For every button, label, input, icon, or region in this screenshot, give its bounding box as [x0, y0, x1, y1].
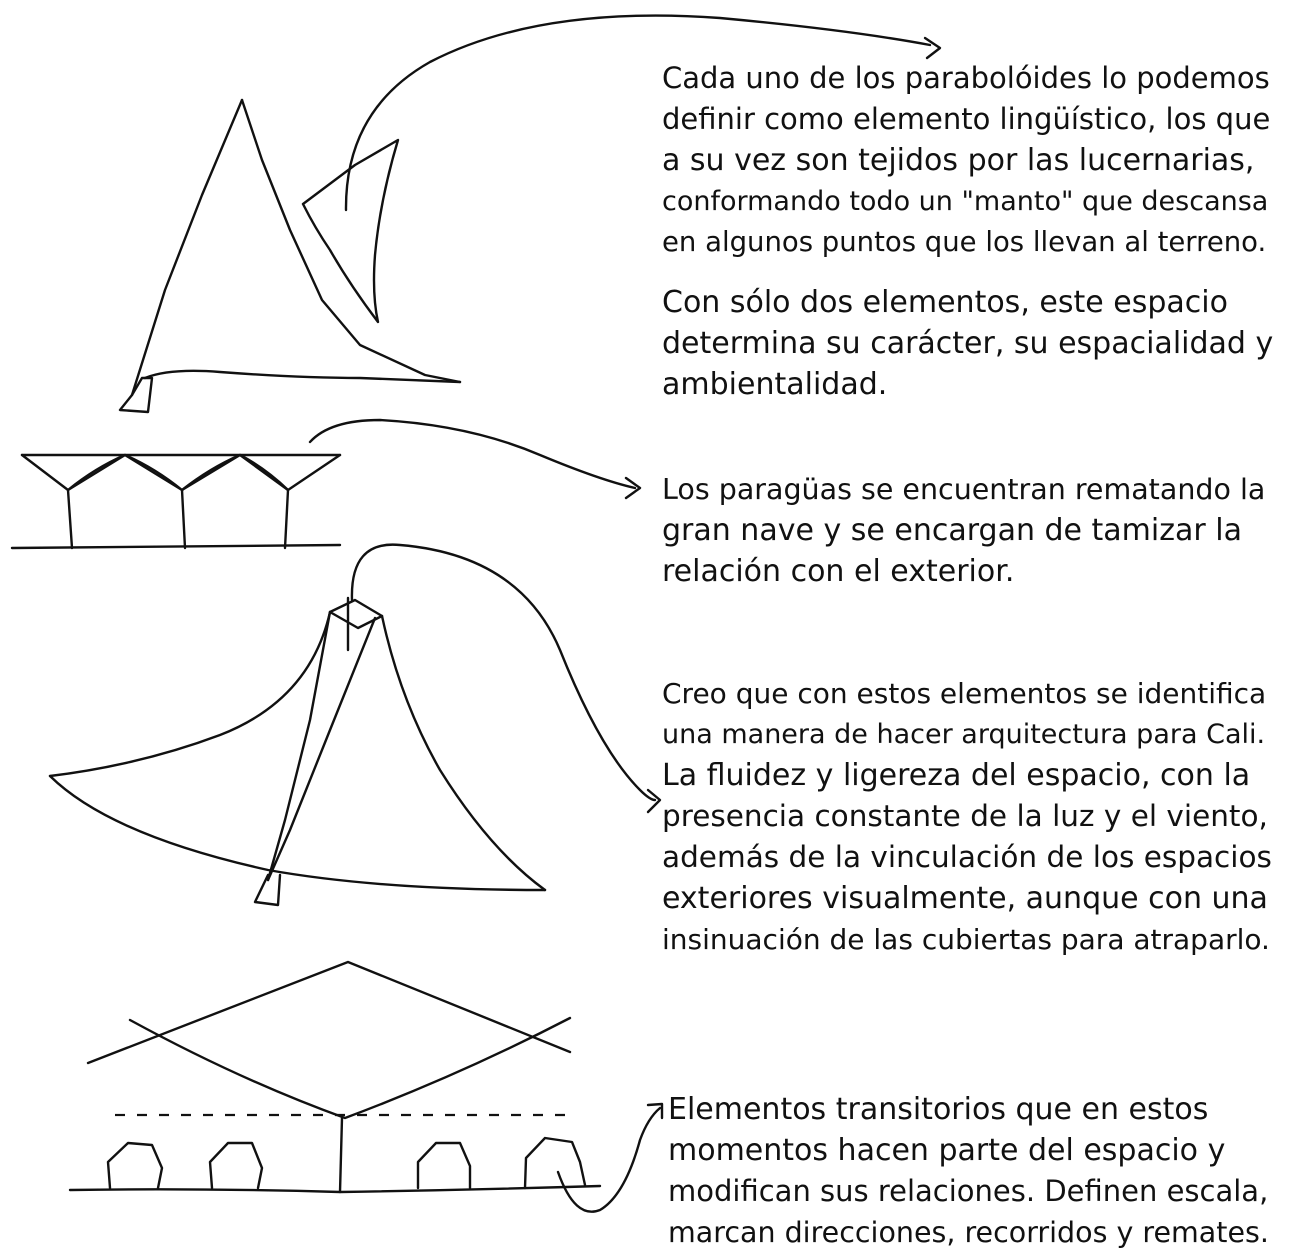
text-line: conformando todo un "manto" que descansa [662, 186, 1269, 217]
connector-lantern [350, 543, 657, 802]
lantern-left-curve [48, 610, 332, 778]
shelter-1 [106, 1141, 164, 1190]
text-line: definir como elemento lingüístico, los q… [662, 102, 1271, 136]
paraguas-column-1 [66, 488, 74, 550]
text-line: una manera de hacer arquitectura para Ca… [662, 719, 1266, 750]
text-line: Creo que con estos elementos se identifi… [662, 677, 1267, 710]
text-line: Cada uno de los parabolóides lo podemos [662, 61, 1270, 95]
text-line: momentos hacen parte del espacio y [668, 1133, 1226, 1168]
annotation-paraguas: Los paragüas se encuentran rematando la … [662, 469, 1274, 592]
lantern-left-edge [266, 610, 332, 882]
text-line: gran nave y se encargan de tamizar la [662, 513, 1242, 548]
paraguas-column-2 [180, 488, 187, 550]
text-line: determina su carácter, su espacialidad y [662, 326, 1274, 361]
shelter-2 [208, 1141, 264, 1190]
text-line: Los paragüas se encuentran rematando la [662, 473, 1266, 506]
lantern-inner-line [266, 616, 377, 882]
text-line: marcan direcciones, recorridos y remates… [668, 1216, 1269, 1249]
connector-transitorios [556, 1106, 662, 1213]
text-line: presencia constante de la luz y el vient… [662, 799, 1268, 833]
paraboloid-foot [118, 376, 154, 414]
center-mast [338, 1116, 344, 1194]
transitorios-ground [68, 1184, 602, 1194]
paraboloid-base-edge [143, 369, 462, 384]
arrowhead-transitorios [646, 1102, 664, 1120]
lantern-foot [253, 873, 282, 907]
paraboloid-sketch [118, 14, 942, 414]
annotation-paraboloides: Cada uno de los parabolóides lo podemos … [662, 58, 1274, 263]
annotation-dos-elementos: Con sólo dos elementos, este espacio det… [662, 282, 1274, 405]
text-line: relación con el exterior. [662, 554, 1015, 589]
arrowhead-top [923, 36, 942, 60]
text-line: en algunos puntos que los llevan al terr… [662, 226, 1267, 258]
paraguas-sketch [10, 418, 642, 550]
text-line: La fluidez y ligereza del espacio, con l… [662, 758, 1251, 793]
annotation-cali: Creo que con estos elementos se identifi… [662, 673, 1274, 960]
cross-line-2 [128, 1016, 572, 1120]
paraboloid-left-edge [130, 98, 244, 397]
connector-arc-top [344, 14, 932, 212]
text-line: exteriores visualmente, aunque con una [662, 881, 1268, 916]
paraguas-valleys [66, 453, 290, 492]
text-line: ambientalidad. [662, 367, 888, 402]
paraguas-ground [10, 543, 342, 550]
paraboloid-right-edge [240, 98, 462, 384]
text-line: además de la vinculación de los espacios [662, 840, 1272, 874]
text-line: Elementos transitorios que en estos [668, 1092, 1209, 1127]
text-line: Con sólo dos elementos, este espacio [662, 285, 1228, 320]
lantern-right-curve [380, 614, 547, 892]
lantern-paraboloid-sketch [48, 543, 662, 907]
annotation-transitorios: Elementos transitorios que en estos mome… [668, 1089, 1274, 1253]
shelter-4 [523, 1136, 587, 1190]
lantern-bottom-curve [48, 774, 547, 892]
lucernario-wing [301, 138, 400, 324]
text-line: a su vez son tejidos por las lucernarias… [662, 143, 1255, 178]
connector-paraguas [308, 418, 637, 490]
text-line: insinuación de las cubiertas para atrapa… [662, 923, 1270, 956]
cross-line-1 [86, 960, 572, 1065]
arrowhead-lantern [646, 788, 662, 814]
arrowhead-paraguas [624, 476, 642, 500]
transitorios-sketch [68, 960, 664, 1213]
lantern-top [328, 598, 384, 630]
paraguas-column-3 [283, 488, 290, 550]
text-line: modifican sus relaciones. Definen escala… [668, 1174, 1269, 1208]
paraguas-canopy [20, 453, 342, 492]
shelter-3 [416, 1141, 472, 1190]
